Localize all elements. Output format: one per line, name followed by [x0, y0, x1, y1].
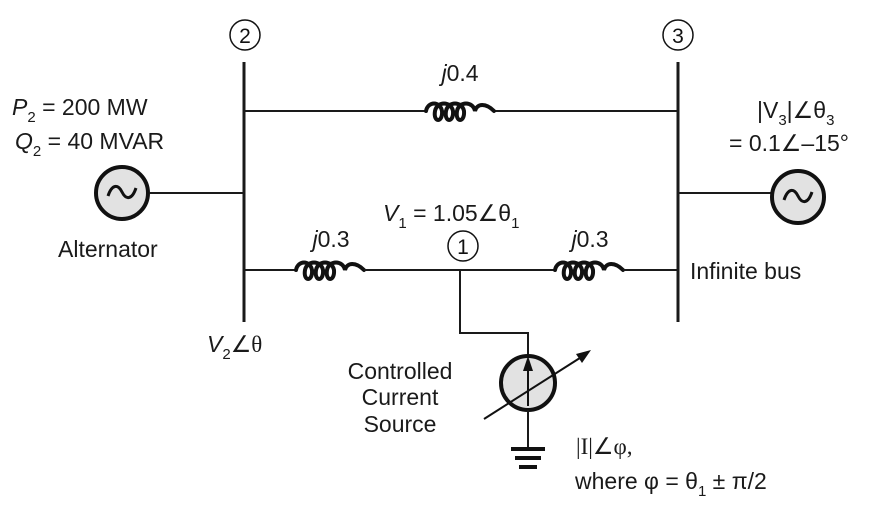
bus-2-voltage-label: V2∠θ — [207, 331, 263, 363]
current-magnitude-label: |I|∠φ, — [576, 434, 633, 459]
current-source-label-line3: Source — [363, 410, 437, 437]
alternator-ac-source-icon — [94, 165, 150, 221]
bus-1-voltage-label: V1 = 1.05∠θ1 — [383, 200, 520, 232]
variable-current-source-icon — [483, 350, 591, 420]
infinite-bus-ac-source-icon — [770, 169, 826, 225]
impedance-label-2-1: j0.3 — [312, 226, 350, 252]
svg-text:3: 3 — [672, 25, 684, 48]
current-source-label: Controlled Current Source — [330, 358, 470, 437]
node-2-marker: 2 — [229, 19, 261, 51]
bus-3-voltage-value: = 0.1∠–15° — [729, 130, 849, 156]
current-source-feed-wire — [459, 270, 529, 355]
svg-text:2: 2 — [239, 25, 251, 48]
phase-condition-label: where φ = θ1 ± π/2 — [575, 468, 767, 500]
impedance-label-1-3: j0.3 — [571, 226, 609, 252]
current-source-label-line1: Controlled — [347, 358, 453, 384]
bus-2-reactive-power: Q2 = 40 MVAR — [15, 128, 165, 160]
node-3-marker: 3 — [662, 19, 694, 51]
node-1-marker: 1 — [447, 230, 479, 262]
current-source-label-line2: Current — [361, 384, 439, 411]
infinite-bus-label: Infinite bus — [690, 258, 802, 284]
impedance-label-2-3: j0.4 — [441, 60, 479, 86]
ground-icon — [511, 447, 545, 469]
bus-3-voltage-label: |V3|∠θ3 — [757, 97, 835, 129]
impedance-value: 0.4 — [446, 60, 479, 86]
svg-text:1: 1 — [457, 236, 469, 259]
bus-2-real-power: P2 = 200 MW — [12, 94, 148, 126]
inductor-icon — [553, 260, 625, 281]
inductor-icon — [294, 260, 366, 281]
alternator-label: Alternator — [58, 236, 158, 262]
inductor-icon — [424, 101, 496, 122]
